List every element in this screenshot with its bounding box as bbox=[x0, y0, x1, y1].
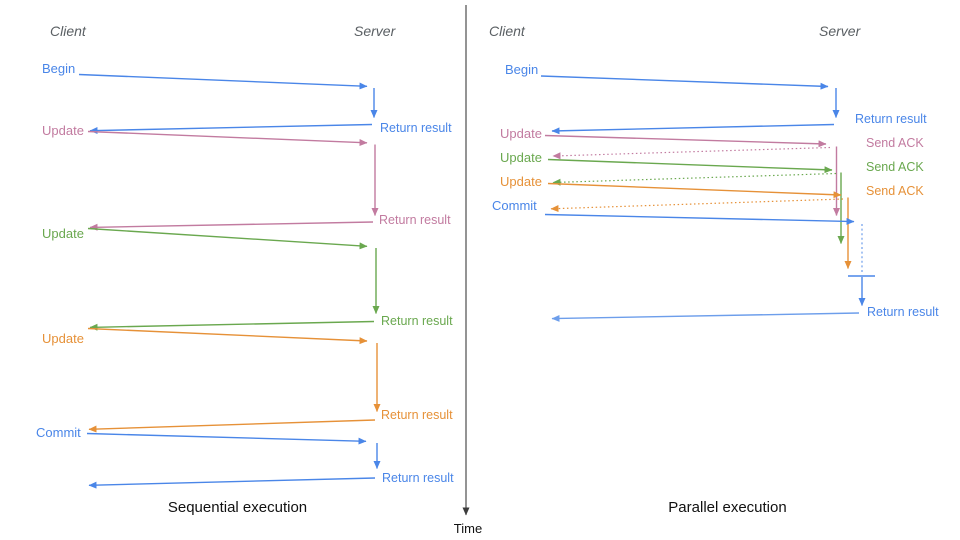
parallel-execution-caption: Parallel execution bbox=[668, 499, 787, 516]
par-begin-label: Begin bbox=[505, 62, 539, 77]
par-commit-return-label: Return result bbox=[867, 305, 939, 319]
sequential-panel-arrows bbox=[78, 73, 381, 489]
par-update2-ack-arrow bbox=[552, 172, 837, 186]
par-commit-return-arrow bbox=[551, 312, 860, 322]
seq-update2-label: Update bbox=[42, 226, 84, 241]
seq-update3-request-arrow bbox=[87, 327, 368, 345]
par-begin-request-arrow bbox=[540, 75, 829, 90]
seq-update2-return-label: Return result bbox=[381, 314, 453, 328]
par-begin-return-arrow bbox=[551, 123, 835, 135]
sequential-execution-caption: Sequential execution bbox=[167, 499, 308, 516]
par-server-header: Server bbox=[819, 23, 861, 39]
seq-commit-return-label: Return result bbox=[382, 471, 454, 485]
seq-begin-return-label: Return result bbox=[380, 121, 452, 135]
par-begin-return-label: Return result bbox=[855, 112, 927, 126]
seq-server-header: Server bbox=[354, 23, 396, 39]
par-update1-label: Update bbox=[500, 126, 542, 141]
seq-update1-return-arrow bbox=[89, 221, 374, 231]
seq-client-header: Client bbox=[50, 23, 86, 39]
par-update2-request-arrow bbox=[547, 158, 833, 174]
par-update3-ack-label: Send ACK bbox=[866, 184, 924, 198]
par-client-header: Client bbox=[489, 23, 525, 39]
seq-update3-return-label: Return result bbox=[381, 408, 453, 422]
par-commit-request-arrow bbox=[544, 213, 855, 225]
seq-update3-label: Update bbox=[42, 331, 84, 346]
par-update1-request-arrow bbox=[544, 134, 827, 148]
seq-commit-return-arrow bbox=[88, 477, 376, 489]
par-update2-label: Update bbox=[500, 150, 542, 165]
seq-update2-return-arrow bbox=[89, 320, 375, 331]
seq-commit-request-arrow bbox=[86, 432, 367, 445]
par-update1-ack-label: Send ACK bbox=[866, 136, 924, 150]
par-update3-request-arrow bbox=[547, 182, 842, 199]
seq-begin-return-arrow bbox=[89, 123, 373, 135]
seq-update1-return-label: Return result bbox=[379, 213, 451, 227]
seq-update1-label: Update bbox=[42, 123, 84, 138]
seq-update1-request-arrow bbox=[87, 130, 368, 146]
seq-begin-label: Begin bbox=[42, 61, 76, 76]
par-update2-ack-label: Send ACK bbox=[866, 160, 924, 174]
par-commit-label: Commit bbox=[492, 198, 537, 213]
seq-begin-request-arrow bbox=[78, 73, 368, 90]
seq-update2-request-arrow bbox=[87, 227, 368, 250]
seq-commit-label: Commit bbox=[36, 425, 81, 440]
par-update1-ack-arrow bbox=[552, 146, 831, 160]
par-update3-ack-arrow bbox=[550, 198, 844, 213]
parallel-panel-arrows bbox=[540, 75, 875, 322]
time-axis-label: Time bbox=[453, 521, 483, 536]
par-update3-label: Update bbox=[500, 174, 542, 189]
seq-update3-return-arrow bbox=[88, 419, 376, 433]
